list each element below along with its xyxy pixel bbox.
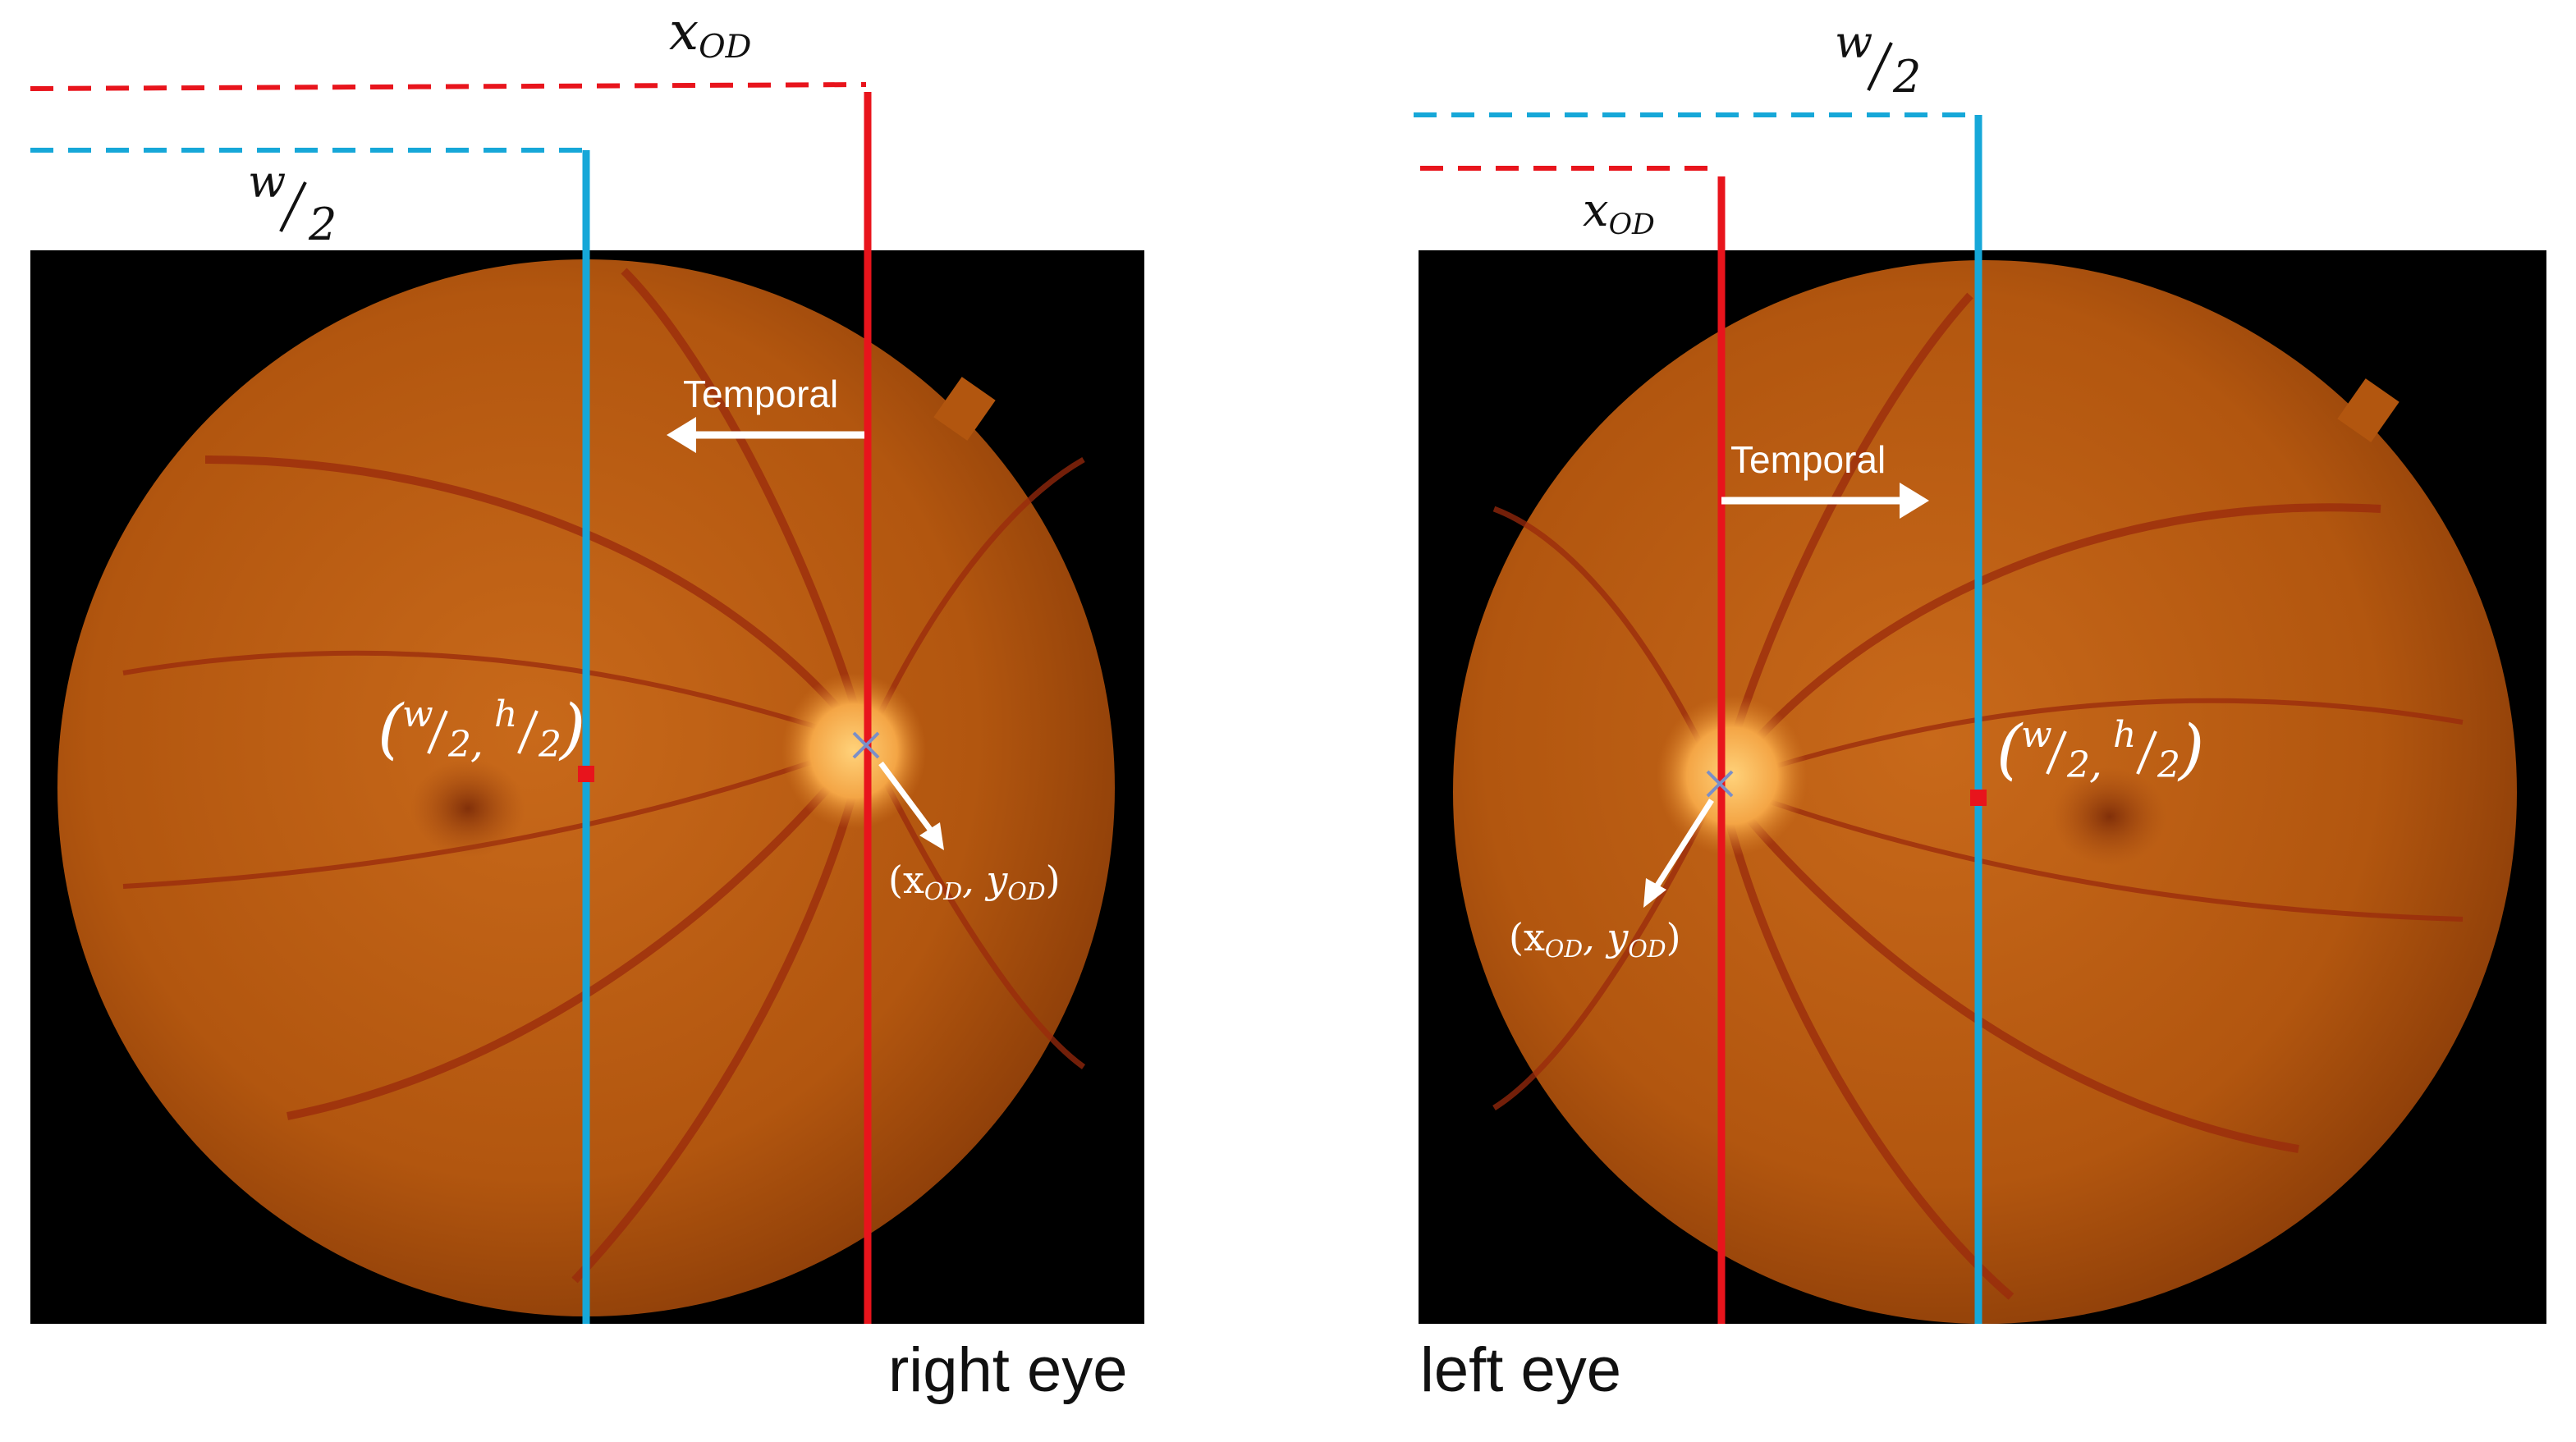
svg-text:(: ( bbox=[378, 690, 405, 767]
right-od-arrow bbox=[878, 761, 944, 850]
left-eye-notch bbox=[2337, 378, 2400, 442]
svg-text:2: 2 bbox=[308, 199, 337, 250]
svg-text:2: 2 bbox=[1892, 51, 1921, 103]
right-center-label: ( w 2 , h 2 ) bbox=[378, 690, 585, 767]
svg-text:w: w bbox=[402, 694, 433, 735]
right-xod-label: xOD bbox=[669, 2, 751, 66]
left-eye-macula bbox=[2052, 767, 2167, 866]
left-temporal-arrow bbox=[1721, 483, 1929, 519]
right-xod-dashed-line bbox=[30, 82, 867, 91]
svg-text:2: 2 bbox=[2157, 744, 2180, 786]
right-temporal-label: Temporal bbox=[683, 373, 838, 415]
right-eye-optic-disc bbox=[782, 673, 926, 829]
svg-text:h: h bbox=[2113, 714, 2136, 756]
svg-text:2: 2 bbox=[2066, 744, 2090, 786]
left-od-cross bbox=[1706, 770, 1734, 798]
left-center-marker bbox=[1970, 790, 1987, 806]
left-od-coord-label: (xOD, yOD) bbox=[1509, 915, 1681, 963]
left-temporal-label: Temporal bbox=[1730, 438, 1886, 481]
svg-text:,: , bbox=[2089, 739, 2102, 787]
right-temporal-arrow bbox=[667, 417, 864, 453]
right-eye-caption: right eye bbox=[888, 1335, 1128, 1405]
svg-text:h: h bbox=[494, 694, 517, 735]
svg-text:2: 2 bbox=[538, 724, 561, 766]
right-eye-macula bbox=[410, 759, 525, 858]
right-od-cross bbox=[852, 731, 880, 759]
left-eye-caption: left eye bbox=[1420, 1335, 1622, 1405]
svg-text:2: 2 bbox=[447, 724, 471, 766]
svg-text:): ) bbox=[558, 690, 585, 767]
svg-text:(: ( bbox=[1996, 711, 2024, 787]
right-center-marker bbox=[578, 766, 594, 782]
right-w2-label: w 2 bbox=[248, 156, 337, 250]
svg-text:): ) bbox=[2177, 711, 2204, 787]
right-eye-panel: Temporal xOD w 2 ( w 2 , h 2 ) (xOD, yOD… bbox=[30, 2, 1144, 1324]
left-od-arrow bbox=[1643, 799, 1714, 908]
left-eye-vessels bbox=[1492, 292, 2464, 1300]
svg-text:w: w bbox=[1835, 16, 1872, 68]
svg-text:w: w bbox=[248, 156, 286, 208]
svg-text:w: w bbox=[2021, 714, 2052, 756]
left-xod-label: xOD bbox=[1583, 184, 1655, 241]
right-eye-notch bbox=[933, 377, 996, 441]
svg-text:,: , bbox=[470, 719, 484, 767]
right-od-coord-label: (xOD, yOD) bbox=[888, 858, 1061, 905]
left-center-label: ( w 2 , h 2 ) bbox=[1996, 711, 2204, 787]
left-eye-optic-disc bbox=[1657, 695, 1808, 856]
left-w2-label: w 2 bbox=[1835, 16, 1921, 103]
left-eye-panel: Temporal w 2 xOD ( w 2 , h 2 ) (xOD, yOD… bbox=[1414, 16, 2546, 1324]
